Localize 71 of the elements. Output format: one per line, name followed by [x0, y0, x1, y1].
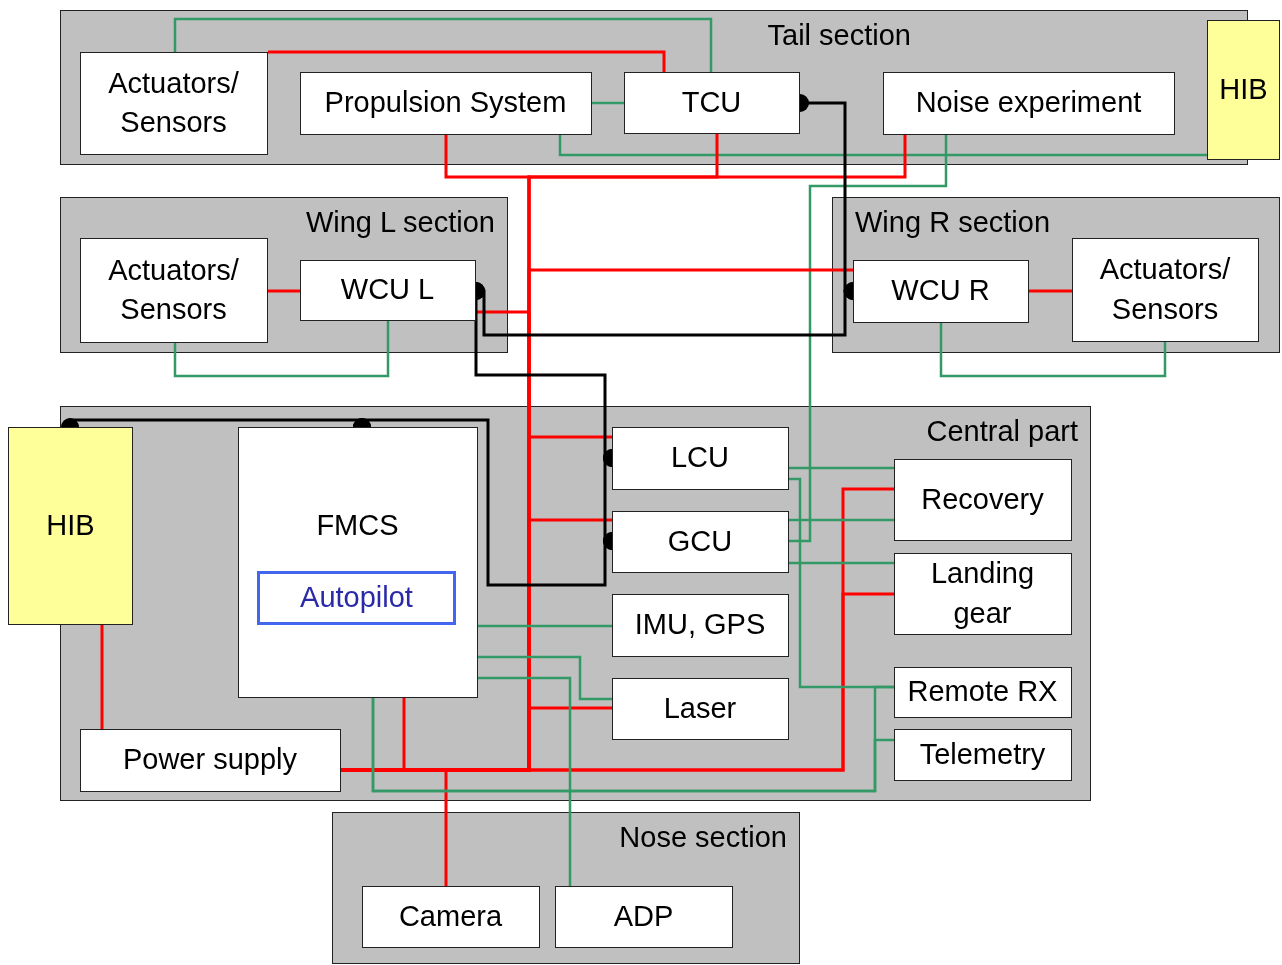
component-box — [361, 885, 540, 948]
section-label: Central part — [926, 415, 1078, 448]
box-label: Remote RX — [906, 674, 1059, 710]
module-box — [257, 571, 456, 625]
box-label: HIB — [1218, 72, 1269, 108]
wire — [592, 101, 624, 105]
section-label: Wing R section — [855, 206, 1050, 239]
interface-board-box — [8, 427, 133, 625]
component-box — [611, 510, 789, 573]
box-label: WCU R — [890, 273, 991, 309]
component-box — [299, 259, 476, 321]
box-label: ADP — [612, 898, 675, 934]
box-label: LCU — [670, 440, 730, 476]
section-panel — [60, 197, 508, 353]
wire — [478, 624, 612, 628]
box-label: Actuators/ Sensors — [1098, 252, 1232, 327]
computer-box — [237, 426, 478, 698]
section-label: Wing L section — [305, 206, 495, 239]
box-label: Recovery — [920, 481, 1045, 517]
box-label: TCU — [680, 84, 743, 120]
wire — [558, 135, 1207, 157]
component-box — [893, 552, 1072, 635]
box-label: GCU — [666, 523, 734, 559]
component-box — [299, 71, 592, 135]
wire — [100, 625, 104, 729]
component-box — [554, 885, 733, 948]
wire — [939, 323, 1167, 378]
box-label: Landing gear — [929, 556, 1036, 631]
wire — [789, 135, 948, 543]
component-box — [1071, 237, 1259, 342]
component-box — [893, 666, 1072, 718]
wire — [789, 518, 894, 522]
interface-board-box — [1207, 20, 1280, 160]
component-box — [79, 237, 268, 343]
component-box — [79, 51, 268, 155]
box-label: Actuators/ Sensors — [107, 65, 240, 140]
component-box — [893, 458, 1072, 541]
wire — [268, 50, 666, 72]
box-label: Propulsion System — [323, 85, 568, 121]
component-box — [611, 426, 789, 490]
wire — [1029, 289, 1072, 293]
component-box — [882, 71, 1175, 135]
section-label: Tail section — [767, 19, 911, 52]
box-label: FMCS — [315, 507, 400, 543]
box-label: HIB — [45, 508, 96, 544]
section-panel — [332, 812, 800, 964]
box-label: Actuators/ Sensors — [107, 252, 240, 327]
component-box — [623, 71, 800, 134]
component-box — [893, 728, 1072, 781]
box-label: Camera — [397, 898, 504, 934]
component-box — [79, 728, 341, 792]
component-box — [611, 677, 789, 740]
box-label: WCU L — [339, 272, 436, 308]
wire — [789, 477, 894, 689]
wire — [268, 289, 300, 293]
box-label: Power supply — [121, 742, 299, 778]
wire — [173, 321, 390, 378]
section-label: Nose section — [619, 821, 787, 854]
box-label: Laser — [662, 690, 738, 726]
wire — [789, 561, 894, 565]
box-label: Noise experiment — [914, 85, 1143, 121]
section-panel — [832, 197, 1280, 353]
wire — [789, 466, 894, 470]
box-label: Telemetry — [918, 736, 1047, 772]
wire — [173, 17, 713, 72]
wire — [478, 655, 612, 701]
component-box — [611, 593, 789, 657]
wire — [478, 676, 572, 886]
component-box — [852, 259, 1029, 323]
box-label: IMU, GPS — [633, 607, 767, 643]
box-label: Autopilot — [299, 580, 414, 616]
